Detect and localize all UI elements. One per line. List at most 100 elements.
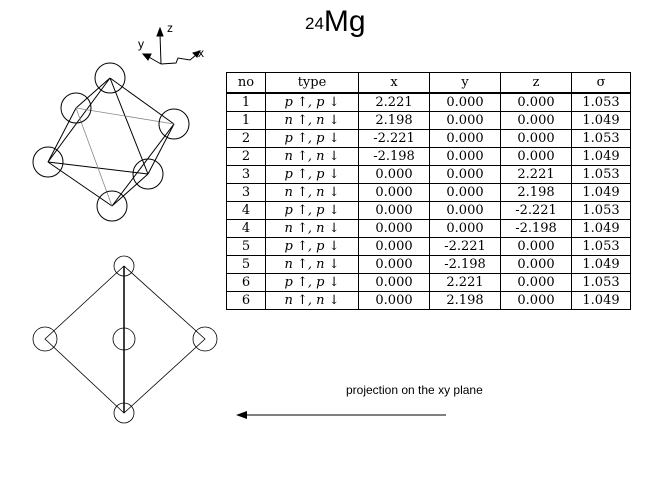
octahedron-3d <box>32 62 190 222</box>
table-cell: p ↑, p ↓ <box>265 237 359 256</box>
table-cell: 1.053 <box>571 201 631 220</box>
axis-x-label: x <box>198 46 204 60</box>
table-cell: 1.053 <box>571 237 631 256</box>
table-cell: n ↑, n ↓ <box>265 219 359 238</box>
table-cell: 0.000 <box>429 111 501 130</box>
table-cell: 0.000 <box>358 255 430 274</box>
table-cell: 1.049 <box>571 291 631 310</box>
projection-sphere <box>112 327 136 351</box>
table-cell: -2.198 <box>500 219 572 238</box>
table-cell: 0.000 <box>500 147 572 166</box>
table-cell: 2.198 <box>358 111 430 130</box>
edge <box>109 77 149 175</box>
table-cell: 2.221 <box>500 165 572 184</box>
table-cell: 1.049 <box>571 183 631 202</box>
page-title: 24Mg <box>305 4 366 40</box>
nucleon-sphere <box>96 190 128 222</box>
edge <box>111 173 149 207</box>
table-cell: -2.221 <box>500 201 572 220</box>
table-cell: 2.198 <box>429 291 501 310</box>
table-cell: 0.000 <box>500 92 572 112</box>
table-cell: p ↑, p ↓ <box>265 165 359 184</box>
projection-sphere <box>32 326 58 352</box>
table-cell: 1.049 <box>571 111 631 130</box>
arrow-left-icon <box>236 411 446 419</box>
edge <box>75 77 111 109</box>
table-cell: p ↑, p ↓ <box>265 92 359 112</box>
projection-sphere <box>192 326 218 352</box>
column-header: no <box>226 72 266 94</box>
table-cell: 0.000 <box>500 129 572 148</box>
table-cell: 0.000 <box>358 201 430 220</box>
column-header: σ <box>571 72 631 94</box>
edge <box>47 107 77 163</box>
nucleon-sphere <box>158 108 190 140</box>
table-cell: -2.198 <box>358 147 430 166</box>
edge <box>47 77 111 163</box>
table-cell: 0.000 <box>429 201 501 220</box>
table-cell: 1 <box>226 111 266 130</box>
hidden-edge <box>75 107 175 125</box>
column-header: y <box>429 72 501 94</box>
table-cell: -2.198 <box>429 255 501 274</box>
table-cell: 0.000 <box>429 183 501 202</box>
table-cell: n ↑, n ↓ <box>265 111 359 130</box>
octahedron-projection <box>32 255 218 424</box>
table-cell: 0.000 <box>429 129 501 148</box>
table-cell: 0.000 <box>358 237 430 256</box>
table-cell: 1.053 <box>571 273 631 292</box>
axis-y-label: y <box>138 37 144 51</box>
table-cell: 2 <box>226 147 266 166</box>
table-cell: 0.000 <box>358 183 430 202</box>
table-cell: 3 <box>226 165 266 184</box>
table-cell: 0.000 <box>500 255 572 274</box>
table-cell: 1.053 <box>571 92 631 112</box>
table-cell: 5 <box>226 237 266 256</box>
table-cell: 0.000 <box>429 219 501 238</box>
projection-outline <box>44 265 206 414</box>
column-header: x <box>358 72 430 94</box>
table-cell: 1 <box>226 92 266 112</box>
nucleon-sphere <box>32 146 64 178</box>
table-cell: 1.053 <box>571 129 631 148</box>
nucleon-sphere <box>94 62 126 94</box>
table-cell: 4 <box>226 219 266 238</box>
column-header: type <box>265 72 359 94</box>
table-cell: 0.000 <box>358 219 430 238</box>
table-cell: 2 <box>226 129 266 148</box>
column-header: z <box>500 72 572 94</box>
table-cell: n ↑, n ↓ <box>265 183 359 202</box>
table-cell: p ↑, p ↓ <box>265 201 359 220</box>
table-cell: n ↑, n ↓ <box>265 147 359 166</box>
edge <box>47 161 113 207</box>
projection-sphere <box>113 255 135 277</box>
table-cell: 6 <box>226 273 266 292</box>
table-cell: 0.000 <box>358 165 430 184</box>
table-cell: 0.000 <box>429 165 501 184</box>
axis-z-label: z <box>167 21 173 35</box>
table-cell: 0.000 <box>500 237 572 256</box>
table-cell: 5 <box>226 255 266 274</box>
projection-caption: projection on the xy plane <box>346 383 483 397</box>
element-symbol: Mg <box>323 5 366 38</box>
table-cell: 0.000 <box>500 291 572 310</box>
table-cell: 0.000 <box>358 273 430 292</box>
table-cell: 1.053 <box>571 165 631 184</box>
table-cell: 1.049 <box>571 147 631 166</box>
table-header-row: no type x y z σ <box>226 72 631 94</box>
table-cell: n ↑, n ↓ <box>265 255 359 274</box>
projection-sphere <box>113 402 135 424</box>
table-cell: 2.221 <box>429 273 501 292</box>
